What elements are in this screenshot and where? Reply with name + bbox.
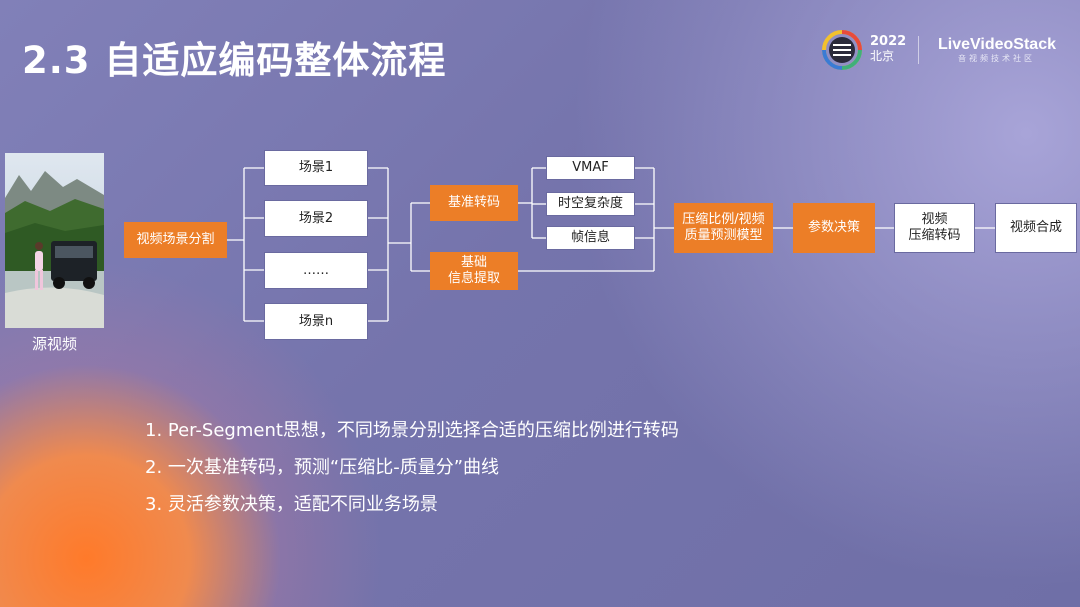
base-transcode-node: 基准转码 bbox=[430, 185, 518, 221]
vmaf-node: VMAF bbox=[546, 156, 635, 180]
prediction-model-node: 压缩比例/视频 质量预测模型 bbox=[674, 203, 773, 253]
source-video-thumbnail bbox=[5, 153, 104, 328]
conference-year: 2022 bbox=[870, 34, 907, 49]
parameter-decision-node: 参数决策 bbox=[793, 203, 875, 253]
scene-1-node: 场景1 bbox=[264, 150, 368, 186]
bullet-item-3: 3. 灵活参数决策，适配不同业务场景 bbox=[145, 494, 438, 515]
conference-logo-icon bbox=[822, 30, 862, 70]
scene-n-node: 场景n bbox=[264, 303, 368, 340]
source-video-label: 源视频 bbox=[31, 335, 77, 353]
video-scene-segmentation-node: 视频场景分割 bbox=[124, 222, 227, 258]
slide-title: 2.3 自适应编码整体流程 bbox=[22, 39, 447, 82]
spatiotemporal-complexity-node: 时空复杂度 bbox=[546, 192, 635, 216]
frame-info-node: 帧信息 bbox=[546, 226, 635, 250]
base-info-extraction-node: 基础 信息提取 bbox=[430, 252, 518, 290]
brand-logo: LiveVideoStack bbox=[938, 36, 1056, 53]
video-compress-transcode-node: 视频 压缩转码 bbox=[894, 203, 975, 253]
bullet-item-1: 1. Per-Segment思想，不同场景分别选择合适的压缩比例进行转码 bbox=[145, 420, 679, 441]
scene-2-node: 场景2 bbox=[264, 200, 368, 237]
brand-subtitle: 音视频技术社区 bbox=[958, 54, 1035, 63]
video-merge-node: 视频合成 bbox=[995, 203, 1077, 253]
bullet-item-2: 2. 一次基准转码，预测“压缩比-质量分”曲线 bbox=[145, 457, 500, 478]
conference-city: 北京 bbox=[870, 49, 895, 63]
scene-ellipsis-node: …… bbox=[264, 252, 368, 289]
header-divider bbox=[918, 36, 919, 64]
